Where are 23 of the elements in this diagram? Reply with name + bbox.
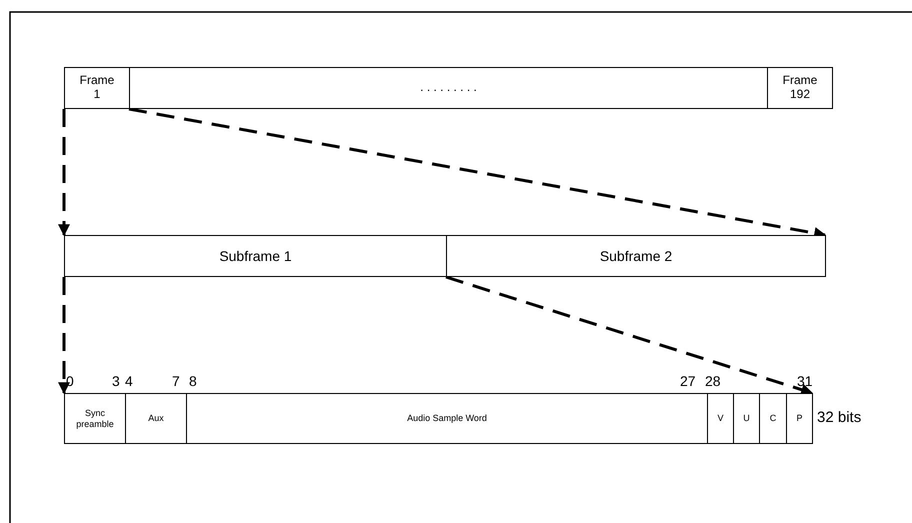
bit-number: 7 bbox=[172, 374, 180, 388]
frame-field: Frame 192 bbox=[767, 67, 833, 109]
subframe-field: Subframe 2 bbox=[446, 235, 826, 277]
bit-number: 3 bbox=[112, 374, 120, 388]
bit-number: 28 bbox=[705, 374, 721, 388]
bit-number: 27 bbox=[680, 374, 696, 388]
subframe-field: Subframe 1 bbox=[64, 235, 447, 277]
bit-field: U bbox=[733, 393, 760, 444]
dashed-arrow bbox=[58, 277, 70, 394]
dashed-arrow bbox=[446, 276, 814, 396]
bit-field: V bbox=[707, 393, 734, 444]
frame-field: Frame 1 bbox=[64, 67, 130, 109]
bit-field: Sync preamble bbox=[64, 393, 126, 444]
dashed-arrow bbox=[58, 109, 70, 236]
bit-count-label: 32 bits bbox=[817, 410, 862, 425]
bit-field: C bbox=[759, 393, 787, 444]
bit-number: 8 bbox=[189, 374, 197, 388]
bit-number: 4 bbox=[125, 374, 133, 388]
bit-field: Aux bbox=[125, 393, 187, 444]
bit-number: 31 bbox=[797, 374, 813, 388]
bit-field: P bbox=[786, 393, 813, 444]
bit-field: Audio Sample Word bbox=[186, 393, 708, 444]
frame-field: . . . . . . . . . bbox=[129, 67, 768, 109]
